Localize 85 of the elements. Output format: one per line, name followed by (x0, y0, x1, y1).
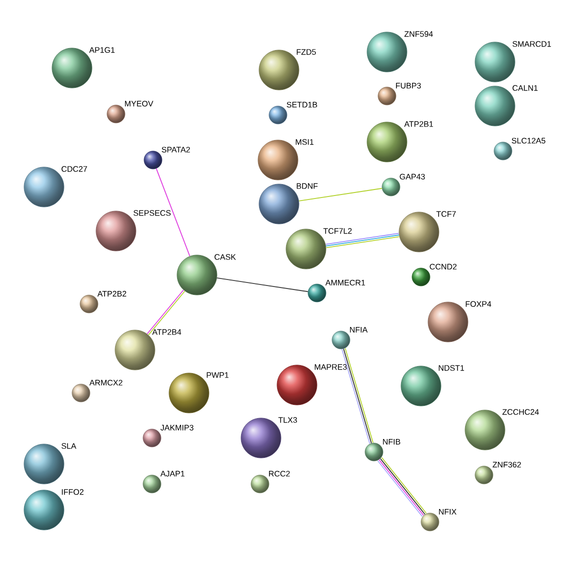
node-label: BDNF (296, 183, 318, 189)
node-label: JAKMIP3 (160, 424, 194, 430)
node-label: SETD1B (286, 102, 318, 108)
node-label: AJAP1 (160, 470, 184, 476)
node-label: NFIA (350, 326, 368, 332)
node-label: TLX3 (278, 417, 297, 423)
node-label: FZD5 (296, 49, 316, 55)
node-label: SEPSECS (134, 210, 171, 216)
protein-node: SPATA2 (144, 146, 190, 170)
protein-node: NFIA (332, 327, 368, 350)
node-label: AP1G1 (89, 47, 115, 53)
edge-line (298, 188, 382, 202)
node-label: ARMCX2 (89, 380, 122, 386)
protein-node: RCC2 (250, 470, 290, 494)
edge-line (377, 457, 427, 517)
node-label: MYEOV (125, 100, 154, 106)
node-label: NDST1 (438, 365, 464, 371)
edge-line (146, 290, 186, 336)
node-label: CASK (214, 254, 236, 260)
protein-node: AJAP1 (142, 470, 184, 494)
node-label: SPATA2 (162, 146, 190, 152)
protein-node: JAKMIP3 (142, 424, 194, 448)
protein-node: TCF7L2 (286, 228, 352, 270)
node-label: GAP43 (400, 174, 425, 180)
node-label: RCC2 (269, 470, 290, 476)
node-label: FUBP3 (396, 82, 421, 88)
node-label: PWP1 (206, 372, 228, 378)
protein-node: MYEOV (106, 100, 154, 124)
node-label: SMARCD1 (512, 41, 551, 47)
protein-node: CALN1 (474, 85, 538, 126)
protein-node: TLX3 (240, 417, 297, 458)
node-label: ATP2B1 (404, 121, 434, 127)
protein-node: CCND2 (412, 264, 457, 286)
node-label: ATP2B2 (97, 290, 126, 296)
protein-node: ATP2B2 (80, 290, 126, 314)
edge-line (156, 168, 190, 257)
protein-node: BDNF (258, 183, 318, 224)
protein-node: FOXP4 (428, 301, 492, 342)
protein-node: SEPSECS (96, 210, 171, 252)
protein-node: ARMCX2 (72, 380, 122, 402)
edge-line (325, 232, 400, 248)
protein-node: NFIB (364, 439, 400, 462)
node-label: TCF7 (436, 211, 456, 217)
protein-node: ZNF362 (474, 462, 521, 484)
node-label: MSI1 (296, 139, 314, 145)
protein-node: NDST1 (400, 365, 464, 406)
protein-node: FUBP3 (378, 82, 421, 106)
node-label: FOXP4 (466, 301, 492, 307)
protein-node: NFIX (420, 508, 456, 532)
protein-node: CASK (176, 254, 236, 296)
protein-node: AP1G1 (52, 47, 115, 88)
protein-node: ZCCHC24 (464, 409, 539, 450)
protein-node: MSI1 (258, 139, 314, 180)
node-label: AMMECR1 (325, 280, 366, 286)
protein-node: ATP2B1 (366, 121, 434, 162)
edge-line (216, 278, 308, 292)
node-label: CALN1 (512, 85, 538, 91)
node-label: MAPRE3 (314, 364, 347, 370)
protein-node: GAP43 (382, 174, 425, 196)
protein-node: SLA (24, 443, 76, 484)
protein-node: TCF7 (398, 211, 456, 252)
node-label: ZNF362 (492, 462, 521, 468)
edge-line (342, 348, 374, 444)
protein-node: SLC12A5 (494, 138, 546, 160)
protein-node: AMMECR1 (308, 280, 366, 302)
protein-node: FZD5 (258, 49, 316, 90)
node-label: ZCCHC24 (502, 409, 539, 415)
protein-node: IFFO2 (24, 489, 84, 530)
node-label: NFIX (439, 508, 456, 514)
node-label: SLC12A5 (512, 138, 546, 144)
protein-node: CDC27 (24, 166, 88, 208)
protein-node: SMARCD1 (474, 41, 551, 82)
node-label: CDC27 (62, 166, 88, 172)
node-label: CCND2 (430, 264, 457, 270)
node-label: ATP2B4 (152, 329, 182, 335)
node-label: TCF7L2 (323, 228, 352, 234)
protein-node: MAPRE3 (276, 364, 347, 406)
protein-node: ATP2B4 (114, 329, 182, 370)
protein-node: ZNF594 (366, 31, 433, 72)
node-label: SLA (62, 443, 76, 449)
protein-node: SETD1B (268, 102, 318, 124)
node-label: NFIB (383, 438, 400, 444)
protein-node: PWP1 (168, 372, 228, 414)
node-label: ZNF594 (404, 31, 433, 37)
node-label: IFFO2 (62, 489, 84, 495)
